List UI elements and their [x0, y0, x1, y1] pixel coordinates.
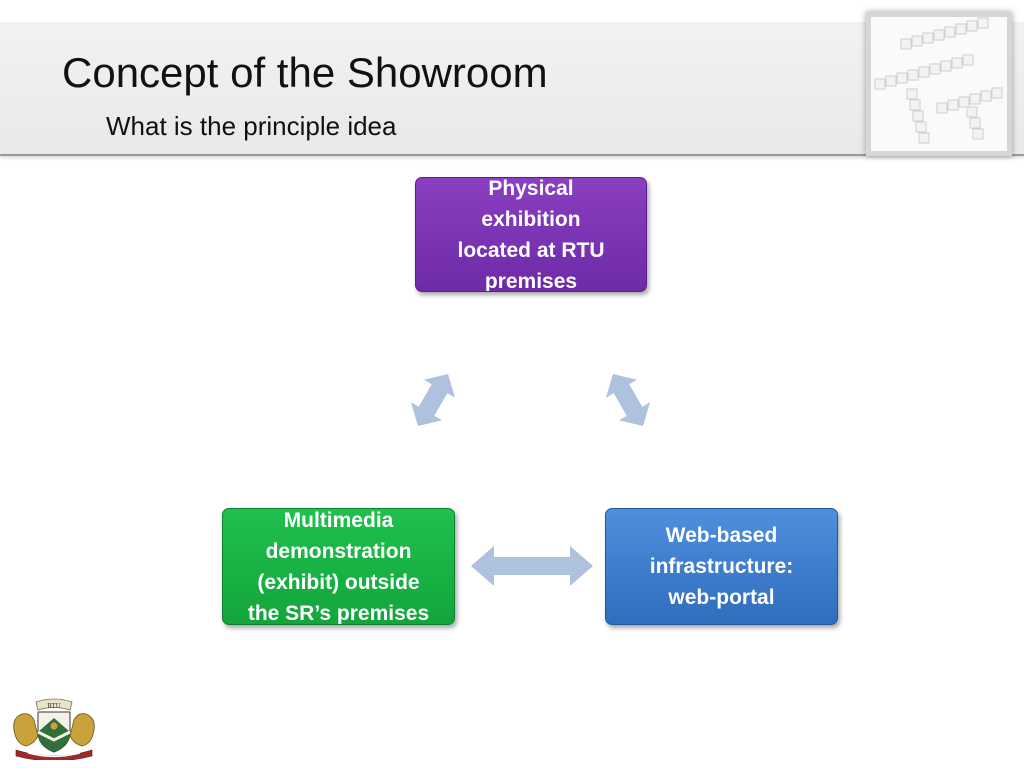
node-web-line-2: infrastructure:	[649, 555, 794, 578]
node-physical-line-2: exhibition	[481, 207, 581, 231]
node-physical-line-3: located at RTU	[457, 238, 605, 262]
node-physical-exhibition: Physical exhibition located at RTU premi…	[415, 177, 647, 292]
node-multimedia-demonstration: Multimedia demonstration (exhibit) outsi…	[222, 508, 455, 625]
rtu-coat-of-arms-logo: RTU	[13, 698, 95, 760]
node-physical-line-1: Physical	[488, 177, 574, 200]
node-web-infrastructure: Web-based infrastructure: web-portal	[605, 508, 838, 625]
slide-title: Concept of the Showroom	[62, 49, 548, 96]
word-crossword-tiles-image	[866, 12, 1012, 156]
node-multimedia-line-2: demonstration	[265, 539, 412, 563]
crossword-tiles-svg	[874, 17, 1003, 144]
node-multimedia-line-1: Multimedia	[283, 508, 394, 532]
bidirectional-arrow-physical-web	[605, 374, 651, 426]
bidirectional-arrow-multimedia-web	[471, 546, 593, 586]
tile-column-concept	[906, 88, 930, 144]
node-multimedia-line-3: (exhibit) outside	[257, 570, 420, 594]
node-physical-line-4: premises	[484, 269, 578, 292]
node-web-line-1: Web-based	[665, 524, 778, 547]
tile-column-right	[966, 106, 984, 140]
tile-row-innovation	[874, 54, 974, 90]
node-multimedia-line-4: the SR’s premises	[247, 601, 430, 625]
bidirectional-arrow-physical-multimedia	[410, 374, 456, 426]
node-web-line-3: web-portal	[668, 586, 775, 609]
tile-row-future	[936, 87, 1003, 114]
tile-row-technology	[900, 17, 989, 50]
header-band	[0, 22, 1024, 156]
svg-text:RTU: RTU	[47, 703, 60, 710]
slide-subtitle: What is the principle idea	[106, 111, 397, 141]
